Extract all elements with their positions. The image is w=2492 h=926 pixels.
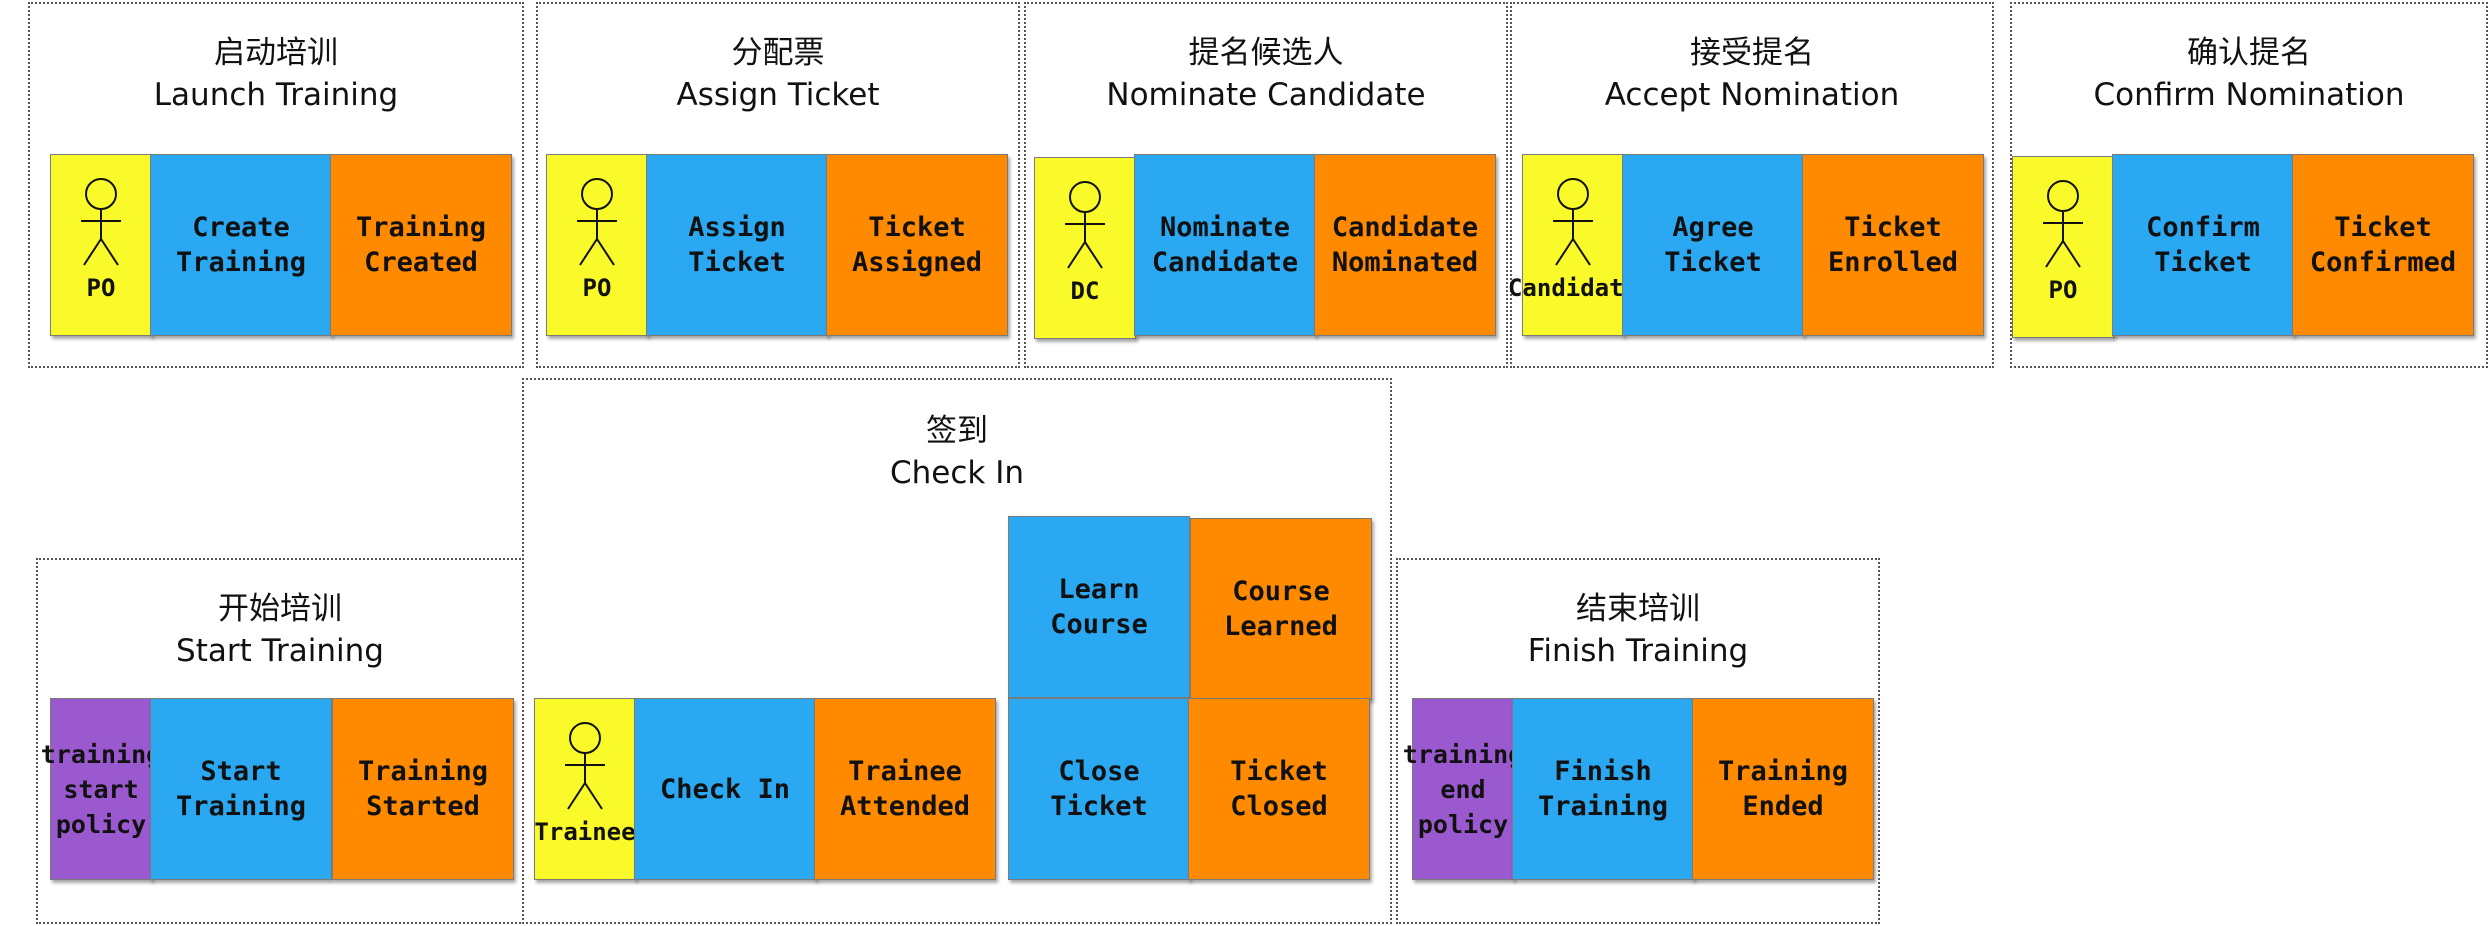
group-launch-training: 启动培训 Launch Training (28, 2, 524, 368)
actor-label: Candidate (1507, 274, 1639, 302)
event-note: Ticket Assigned (826, 154, 1008, 336)
actor-icon (577, 178, 617, 266)
event-note: Training Created (330, 154, 512, 336)
group-title-zh: 结束培训 (1576, 591, 1700, 627)
group-title-en: Finish Training (1527, 633, 1749, 669)
group-title-en: Check In (889, 455, 1024, 491)
command-note: Check In (634, 698, 816, 880)
group-title-en: Nominate Candidate (1106, 77, 1426, 113)
group-title-zh: 启动培训 (214, 35, 338, 71)
actor-note-po: PO (50, 154, 152, 336)
actor-icon (1553, 178, 1593, 266)
actor-icon (1065, 181, 1105, 269)
actor-icon (2043, 180, 2083, 268)
group-title-en: Confirm Nomination (2093, 77, 2405, 113)
event-note: Ticket Confirmed (2292, 154, 2474, 336)
actor-note-po: PO (546, 154, 648, 336)
actor-note-po: PO (2012, 156, 2114, 338)
group-title-zh: 开始培训 (218, 591, 342, 627)
group-assign-ticket: 分配票 Assign Ticket (536, 2, 1020, 368)
command-note-close-ticket: Close Ticket (1008, 698, 1190, 880)
event-note: Ticket Enrolled (1802, 154, 1984, 336)
event-note-course-learned: Course Learned (1190, 518, 1372, 700)
actor-label: PO (2048, 276, 2078, 304)
group-title: 提名候选人 Nominate Candidate (1026, 32, 1506, 116)
group-finish-training: 结束培训 Finish Training (1396, 558, 1880, 924)
command-note: Finish Training (1512, 698, 1694, 880)
group-title: 签到 Check In (524, 410, 1390, 494)
actor-label: DC (1070, 277, 1100, 305)
group-nominate-candidate: 提名候选人 Nominate Candidate (1024, 2, 1508, 368)
group-title: 启动培训 Launch Training (30, 32, 522, 116)
command-note: Confirm Ticket (2112, 154, 2294, 336)
group-title-en: Launch Training (153, 77, 399, 113)
actor-label: PO (582, 274, 612, 302)
group-title: 结束培训 Finish Training (1398, 588, 1878, 672)
actor-label: Trainee (534, 818, 636, 846)
group-title-zh: 提名候选人 (1188, 35, 1344, 71)
group-title-en: Accept Nomination (1604, 77, 1900, 113)
command-note: Nominate Candidate (1134, 154, 1316, 336)
actor-icon (81, 178, 121, 266)
group-title-zh: 分配票 (731, 35, 825, 71)
group-title: 确认提名 Confirm Nomination (2012, 32, 2486, 116)
command-note: Agree Ticket (1622, 154, 1804, 336)
command-note: Assign Ticket (646, 154, 828, 336)
actor-icon (565, 722, 605, 810)
group-start-training: 开始培训 Start Training (36, 558, 524, 924)
group-title-en: Start Training (176, 633, 384, 669)
event-note: Training Ended (1692, 698, 1874, 880)
group-title-zh: 签到 (926, 413, 988, 449)
event-note: Candidate Nominated (1314, 154, 1496, 336)
event-note: Trainee Attended (814, 698, 996, 880)
group-title-zh: 确认提名 (2187, 35, 2311, 71)
event-note-ticket-closed: Ticket Closed (1188, 698, 1370, 880)
group-title: 开始培训 Start Training (38, 588, 522, 672)
policy-note: training end policy (1403, 698, 1523, 880)
actor-note-trainee: Trainee (534, 698, 636, 880)
group-confirm-nomination: 确认提名 Confirm Nomination (2010, 2, 2488, 368)
group-title-zh: 接受提名 (1690, 35, 1814, 71)
group-title: 分配票 Assign Ticket (538, 32, 1018, 116)
group-title: 接受提名 Accept Nomination (1512, 32, 1992, 116)
actor-note-dc: DC (1034, 157, 1136, 339)
command-note: Start Training (150, 698, 332, 880)
actor-label: PO (86, 274, 116, 302)
policy-note: training start policy (41, 698, 161, 880)
actor-note-candidate: Candidate (1508, 154, 1638, 336)
command-note-learn-course: Learn Course (1008, 516, 1190, 698)
command-note: Create Training (150, 154, 332, 336)
group-accept-nomination: 接受提名 Accept Nomination (1510, 2, 1994, 368)
group-check-in: 签到 Check In (522, 378, 1392, 924)
event-note: Training Started (332, 698, 514, 880)
group-title-en: Assign Ticket (676, 77, 880, 113)
